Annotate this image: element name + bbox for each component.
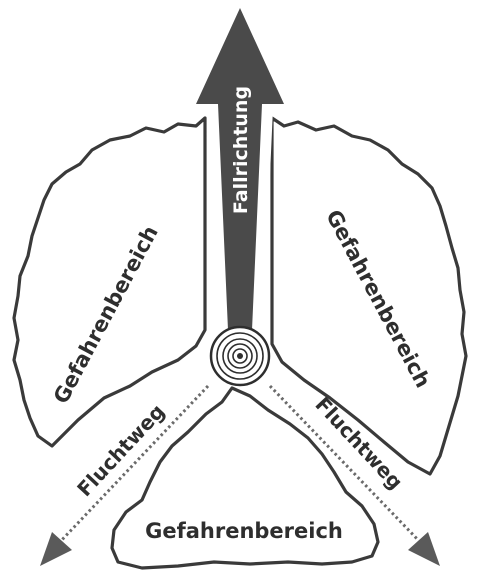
danger-zone-bottom-label: Gefahrenbereich — [145, 519, 343, 543]
escape-arrow-left-icon — [40, 532, 72, 566]
escape-arrow-right-icon — [408, 532, 440, 566]
felling-direction-label: Fallrichtung — [230, 86, 252, 214]
tree-rings-icon — [211, 327, 269, 385]
